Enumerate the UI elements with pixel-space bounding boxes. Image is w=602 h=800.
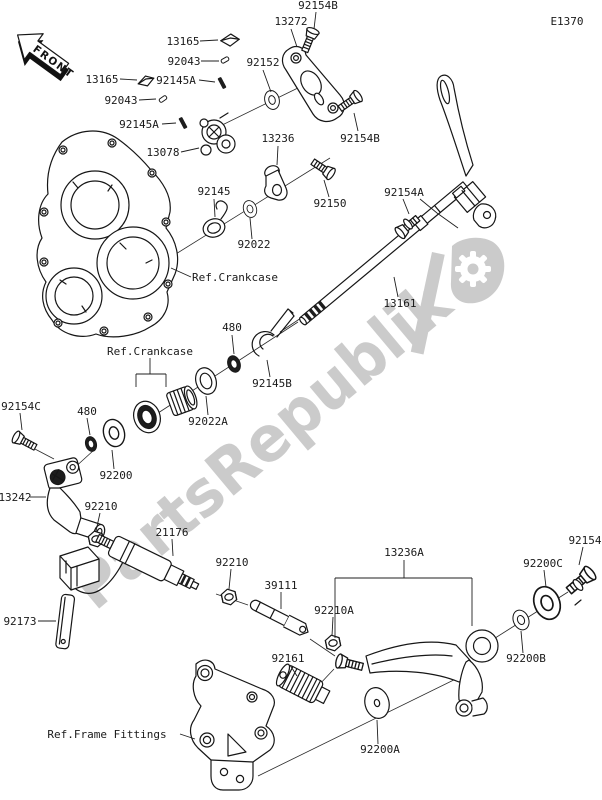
frame-fitting-bracket: [189, 659, 275, 791]
part-label-92152: 92152: [246, 56, 279, 69]
part-label-13236: 13236: [261, 132, 294, 145]
part-label-13161: 13161: [383, 297, 416, 310]
part-label-92200: 92200: [99, 469, 132, 482]
screw-92154: [562, 563, 599, 598]
front-arrow: FRONT: [16, 33, 76, 82]
diagram-code: E1370: [550, 15, 583, 28]
part-label-92145A-top: 92145A: [156, 74, 196, 87]
part-label-92022A: 92022A: [188, 415, 228, 428]
part-label-92043-top: 92043: [167, 55, 200, 68]
spring-92161: [275, 663, 331, 705]
part-label-13272: 13272: [274, 15, 307, 28]
bracket-13272: [281, 45, 345, 123]
part-label-92200B: 92200B: [506, 652, 546, 665]
ref-label-frame-fittings: Ref.Frame Fittings: [47, 728, 166, 741]
part-label-92200C: 92200C: [523, 557, 563, 570]
crankcase-bolt-holes: [39, 138, 173, 336]
shift-drum-cam-13078: [199, 112, 236, 156]
sensor-connector: [59, 546, 100, 591]
part-label-13078: 13078: [146, 146, 179, 159]
part-label-13165-left: 13165: [85, 73, 118, 86]
bolt-pedal: [333, 652, 365, 675]
seal-480-mid: [224, 353, 244, 375]
seal-480-left: [83, 434, 99, 454]
watermark-gear-icon: [455, 251, 491, 287]
nut-92210-lower: [219, 587, 239, 607]
rod-39111: [249, 599, 309, 636]
clip-13165-top: [220, 33, 240, 47]
pin-92145A-left: [178, 117, 188, 129]
part-label-92210-upper: 92210: [84, 500, 117, 513]
pin-92145A-top: [217, 77, 227, 89]
part-labels: E1370 13165 92043 13165 92145A 92043 921…: [0, 0, 602, 756]
washer-92022A: [195, 367, 217, 395]
part-label-92043-left: 92043: [104, 94, 137, 107]
lever-13236: [264, 165, 288, 201]
gear-position-sensor-21176: [59, 533, 200, 594]
nut-92210A: [323, 633, 343, 653]
spring-92145B: [251, 308, 295, 357]
watermark-flagpole: [410, 252, 445, 355]
part-label-92210A: 92210A: [314, 604, 354, 617]
part-label-92210-lower: 92210: [215, 556, 248, 569]
part-label-480-left: 480: [77, 405, 97, 418]
shift-arm: [436, 74, 497, 229]
part-label-480-mid: 480: [222, 321, 242, 334]
bolt-92154A: [392, 212, 423, 241]
ref-label-crankcase-upper: Ref.Crankcase: [192, 271, 278, 284]
shift-shaft-13161: [299, 74, 497, 326]
washer-92022: [240, 198, 260, 220]
part-label-92161: 92161: [271, 652, 304, 665]
pin-92173: [55, 593, 76, 650]
ref-label-crankcase-lower: Ref.Crankcase: [107, 345, 193, 358]
washer-92200C: [528, 581, 566, 625]
washer-92152: [262, 88, 282, 112]
part-label-92022: 92022: [237, 238, 270, 251]
crankcase-drawing: [36, 130, 179, 338]
part-label-13236A: 13236A: [384, 546, 424, 559]
change-pedal-13236A: [365, 599, 582, 717]
pin-92043-top: [220, 55, 230, 65]
part-label-92145A-left: 92145A: [119, 118, 159, 131]
part-label-92154A: 92154A: [384, 186, 424, 199]
part-label-92154: 92154: [568, 534, 601, 547]
part-label-92150: 92150: [313, 197, 346, 210]
washer-92200A: [364, 687, 390, 719]
part-label-92145B: 92145B: [252, 377, 292, 390]
part-label-92154B-top: 92154B: [298, 0, 338, 12]
part-label-92173: 92173: [3, 615, 36, 628]
part-label-21176: 21176: [155, 526, 188, 539]
part-label-13165-top: 13165: [166, 35, 199, 48]
part-label-92154B-right: 92154B: [340, 132, 380, 145]
part-label-39111: 39111: [264, 579, 297, 592]
part-label-92145: 92145: [197, 185, 230, 198]
spring-92145: [202, 200, 228, 238]
washer-92200: [99, 416, 129, 450]
bearing-seal-cluster: [133, 385, 198, 434]
clip-13165-left: [137, 75, 155, 87]
part-label-13242: 13242: [0, 491, 32, 504]
washer-92200B: [509, 607, 533, 633]
part-label-92154C: 92154C: [1, 400, 41, 413]
screw-92154C: [10, 429, 40, 454]
screw-92154B-top: [298, 25, 321, 55]
part-label-92200A: 92200A: [360, 743, 400, 756]
watermark-logo: [410, 237, 505, 355]
leader-lines: [19, 11, 584, 745]
pin-92043-left: [158, 94, 168, 104]
